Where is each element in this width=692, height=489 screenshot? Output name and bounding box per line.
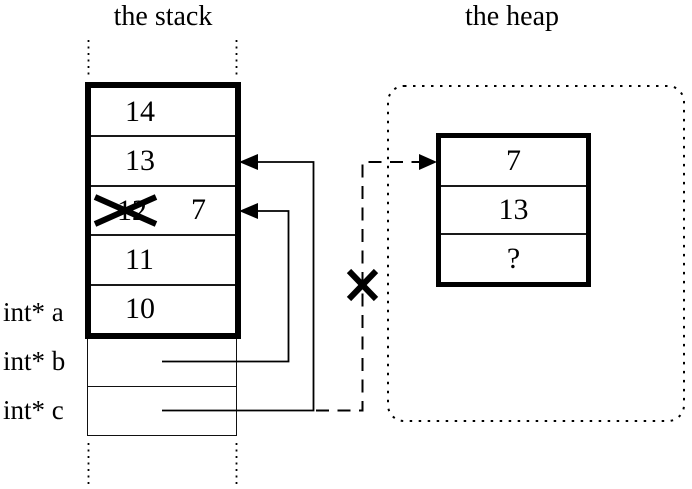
stack-cell-value: 13 — [125, 144, 155, 178]
dangling-heap-pointer-line — [316, 161, 420, 412]
cell-divider — [88, 385, 236, 387]
stack-cell: 13 — [91, 137, 235, 187]
heap-cell: 13 — [441, 187, 586, 236]
crossed-out-value: 12 — [117, 193, 147, 227]
dangling-pointer-cross-out-x-icon — [346, 268, 379, 302]
pointer-b-arrowhead-icon — [239, 203, 258, 219]
heap-array-box: 7 13 ? — [436, 133, 591, 287]
stack-cell-value: 10 — [125, 292, 155, 326]
pointer-label-c: int* c — [3, 395, 64, 425]
heap-cell-value: 7 — [506, 144, 521, 178]
stack-cell-value: 11 — [125, 242, 154, 276]
pointer-label-a: int* a — [3, 297, 64, 327]
heap-cell: 7 — [441, 138, 586, 187]
stack-cell: 14 — [91, 88, 235, 138]
pointer-label-b: int* b — [3, 346, 66, 376]
stack-cell: 12 7 — [91, 187, 235, 237]
stack-frame-box: 14 13 12 7 11 10 — [85, 82, 241, 339]
stack-cell: 11 — [91, 236, 235, 286]
heap-cell-value: 13 — [498, 193, 529, 226]
stack-cell-value: 14 — [125, 94, 155, 128]
heap-title: the heap — [464, 1, 560, 32]
replacement-value: 7 — [191, 192, 206, 226]
stack-cell: 10 — [91, 286, 235, 333]
pointer-variable-cells — [87, 339, 237, 436]
heap-cell: ? — [441, 235, 586, 282]
heap-pointer-arrowhead-icon — [419, 154, 437, 170]
stack-title: the stack — [113, 1, 213, 32]
heap-cell-value: ? — [506, 241, 521, 275]
pointer-c-arrowhead-icon — [239, 154, 258, 170]
